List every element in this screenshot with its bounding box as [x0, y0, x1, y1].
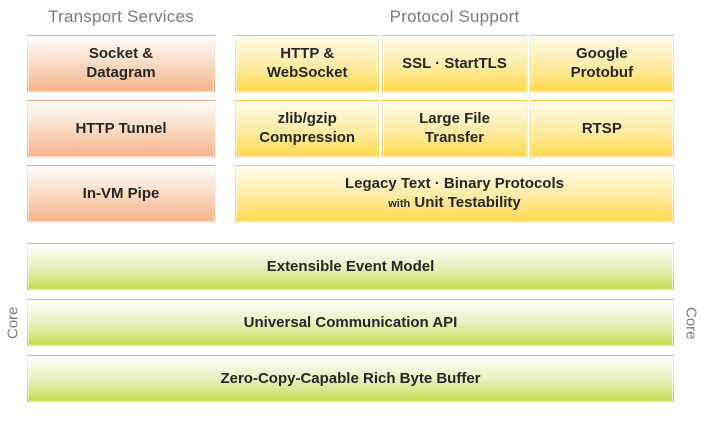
- core-box-universal-communication-api: Universal Communication API: [27, 299, 674, 347]
- transport-box-http-tunnel: HTTP Tunnel: [27, 100, 215, 158]
- legacy-with-word: with: [388, 198, 411, 210]
- core-box-extensible-event-model: Extensible Event Model: [27, 243, 674, 291]
- protocol-row-1: HTTP & WebSocket SSL · StartTLS Google P…: [235, 35, 674, 93]
- legacy-line-2: with Unit Testability: [388, 194, 521, 213]
- protocol-box-large-file-transfer: Large File Transfer: [382, 100, 527, 158]
- protocol-box-legacy-protocols: Legacy Text · Binary Protocols with Unit…: [235, 165, 674, 223]
- transport-box-socket-datagram: Socket & Datagram: [27, 35, 215, 93]
- transport-services-header: Transport Services: [48, 7, 194, 26]
- protocol-box-ssl-starttls: SSL · StartTLS: [382, 35, 527, 93]
- transport-box-invm-pipe: In-VM Pipe: [27, 165, 215, 223]
- legacy-line-2-text: Unit Testability: [414, 194, 521, 211]
- protocol-row-2: zlib/gzip Compression Large File Transfe…: [235, 100, 674, 158]
- core-label-left: Core: [4, 306, 22, 340]
- core-label-right: Core: [682, 306, 700, 340]
- protocol-support-header: Protocol Support: [389, 7, 520, 26]
- core-box-zero-copy-byte-buffer: Zero-Copy-Capable Rich Byte Buffer: [27, 355, 674, 403]
- legacy-line-1: Legacy Text · Binary Protocols: [345, 175, 564, 193]
- protocol-box-http-websocket: HTTP & WebSocket: [235, 35, 380, 93]
- protocol-box-rtsp: RTSP: [529, 100, 674, 158]
- protocol-box-google-protobuf: Google Protobuf: [529, 35, 674, 93]
- protocol-box-zlib-gzip: zlib/gzip Compression: [235, 100, 380, 158]
